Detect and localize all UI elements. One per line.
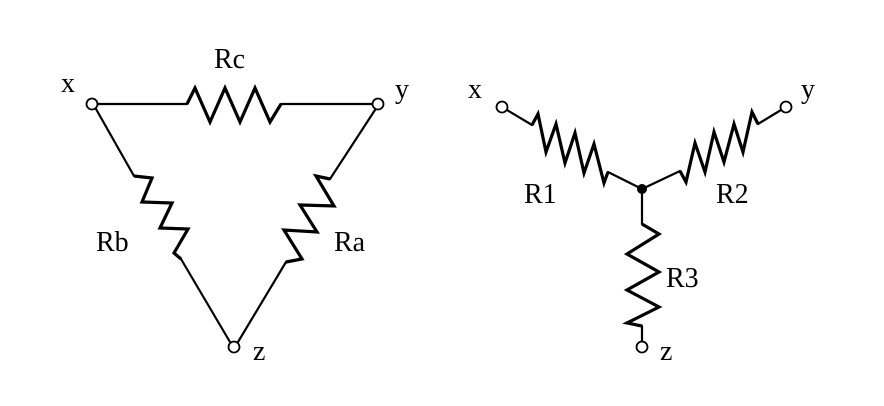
- delta-right-wire-top: [328, 108, 377, 181]
- delta-resistor-rc: [185, 84, 283, 126]
- wye-terminal-z: [635, 340, 649, 354]
- wye-resistor-r3: [622, 222, 663, 328]
- delta-network: Rc Rb Ra x y z: [61, 44, 409, 367]
- wye-left-wire-outer: [505, 108, 534, 127]
- wye-center-junction: [637, 184, 647, 194]
- delta-resistor-ra: [281, 173, 337, 264]
- wye-label-r1: R1: [524, 179, 557, 210]
- wye-right-wire-inner: [640, 169, 682, 191]
- delta-left-wire-bottom: [179, 257, 232, 344]
- wye-label-y: y: [801, 74, 815, 105]
- wye-left-wire-inner: [606, 170, 644, 191]
- wye-label-r3: R3: [666, 263, 699, 294]
- wye-resistor-r1: [530, 109, 610, 189]
- delta-resistor-rb: [133, 174, 191, 261]
- wye-right-wire-outer: [756, 108, 783, 126]
- delta-label-ra: Ra: [334, 227, 366, 258]
- wye-resistor-r2: [678, 107, 760, 187]
- delta-label-x: x: [61, 68, 75, 99]
- wye-terminal-y: [779, 100, 793, 114]
- wye-label-x: x: [468, 74, 482, 105]
- delta-label-rb: Rb: [96, 227, 129, 258]
- delta-terminal-z: [227, 340, 241, 354]
- delta-label-z: z: [253, 336, 265, 367]
- delta-terminal-x: [85, 97, 99, 111]
- delta-right-wire-bottom: [236, 260, 288, 344]
- wye-network: R1 R2 R3 x y z: [468, 74, 815, 367]
- wye-terminal-x: [495, 100, 509, 114]
- wye-label-r2: R2: [716, 179, 749, 210]
- delta-label-rc: Rc: [214, 44, 245, 75]
- delta-left-wire-top: [94, 107, 136, 178]
- delta-terminal-y: [371, 97, 385, 111]
- delta-label-y: y: [395, 74, 409, 105]
- wye-label-z: z: [660, 336, 672, 367]
